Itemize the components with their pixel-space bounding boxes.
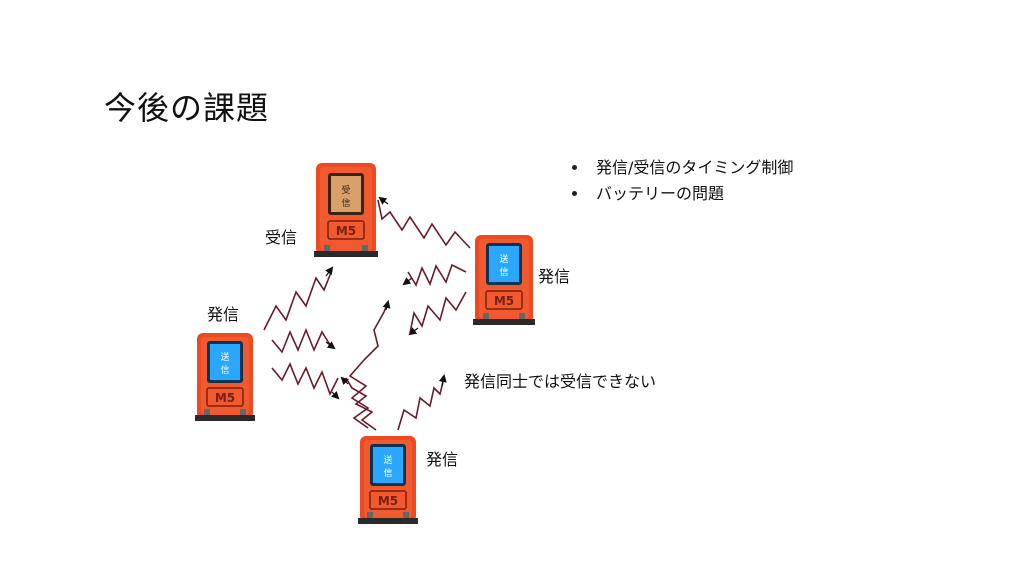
sender-device-left: 送 信 M5 (195, 333, 255, 421)
signal-wave (409, 291, 467, 334)
sender-screen-char-2: 信 (383, 467, 392, 479)
sender-screen-char-2: 信 (220, 364, 229, 376)
signal-arrow (402, 277, 413, 286)
signal-wave (271, 362, 339, 397)
sender-screen (373, 447, 403, 483)
m5-logo: M5 (378, 494, 398, 508)
bullet-item: 発信/受信のタイミング制御 (570, 155, 793, 181)
receiver-label: 受信 (265, 228, 298, 247)
sender-label-bottom: 発信 (426, 450, 459, 469)
sender-screen-char-1: 送 (383, 454, 392, 466)
signal-wave (348, 301, 389, 429)
bullet-text: バッテリーの問題 (596, 184, 725, 203)
sender-screen (210, 344, 240, 380)
signal-arrow (378, 196, 389, 205)
signal-wave (271, 327, 333, 354)
sender-label-right: 発信 (538, 267, 571, 286)
slide-title: 今後の課題 (104, 89, 270, 127)
sender-screen-char-2: 信 (499, 266, 508, 278)
receiver-screen (331, 176, 361, 212)
signal-wave (263, 269, 333, 331)
signal-arrow (340, 376, 350, 386)
receiver-device: 受 信 M5 (314, 163, 378, 257)
bullet-dot (572, 165, 577, 170)
bullet-text: 発信/受信のタイミング制御 (596, 158, 794, 177)
sender-device-bottom: 送 信 M5 (358, 436, 418, 524)
receiver-screen-char-1: 受 (341, 184, 350, 196)
signal-wave (397, 377, 445, 431)
signal-arrow (325, 266, 334, 277)
m5-logo: M5 (336, 224, 356, 238)
signal-wave (407, 263, 467, 287)
signal-arrow (408, 327, 419, 336)
signal-arrow (330, 390, 340, 400)
m5-logo: M5 (215, 391, 235, 405)
sender-device-right: 送 信 M5 (473, 235, 535, 325)
bullet-item: バッテリーの問題 (570, 181, 793, 207)
sender-screen-char-1: 送 (499, 253, 508, 265)
receiver-screen-char-2: 信 (341, 197, 350, 209)
signal-wave (377, 199, 471, 249)
signal-arrow (382, 300, 391, 311)
bullet-dot (572, 191, 577, 196)
sender-label-left: 発信 (207, 305, 240, 324)
signal-arrow (438, 374, 447, 387)
signal-wave (345, 377, 377, 431)
sender-screen (489, 246, 519, 282)
note-label: 発信同士では受信できない (464, 372, 657, 391)
bullet-list: 発信/受信のタイミング制御 バッテリーの問題 (570, 155, 793, 207)
sender-screen-char-1: 送 (220, 351, 229, 363)
m5-logo: M5 (494, 294, 514, 308)
signal-arrow (325, 341, 336, 350)
